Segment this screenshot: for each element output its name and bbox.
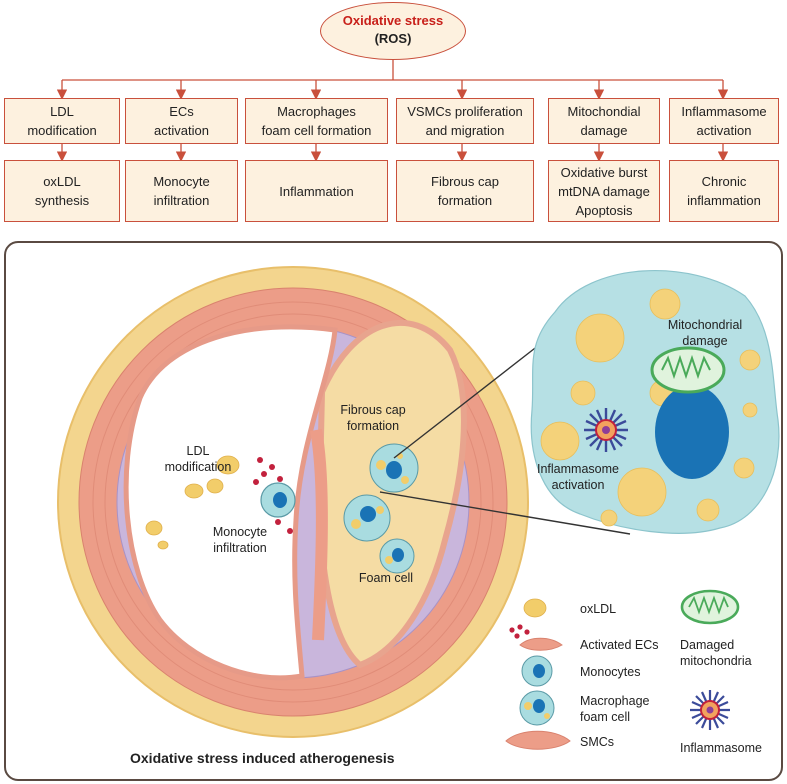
foam-cell-2 [343, 494, 391, 542]
box-top-6: Inflammasome activation [669, 98, 779, 144]
legend-ecs-icon [509, 624, 563, 651]
box-bottom-2: Monocyte infiltration [125, 160, 238, 222]
legend-smcs-label: SMCs [580, 735, 615, 749]
box-top-4: VSMCs proliferation and migration [396, 98, 534, 144]
box-top-1: LDL modification [4, 98, 120, 144]
box-bottom-3: Inflammation [245, 160, 388, 222]
box-top-3: Macrophages foam cell formation [245, 98, 388, 144]
nucleus [655, 385, 729, 479]
box-bottom-5: Oxidative burst mtDNA damage Apoptosis [548, 160, 660, 222]
legend-oxldl-icon [523, 598, 547, 618]
foam-cell-label: Foam cell [358, 571, 414, 585]
legend-mito-label: Damaged mitochondria [680, 638, 752, 668]
legend-smc-icon [505, 730, 571, 750]
mitochondrion-icon [650, 346, 726, 394]
foam-cell-1 [369, 443, 419, 493]
inflammasome-activation-label: Inflammasome activation [537, 462, 619, 492]
box-top-2: ECs activation [125, 98, 238, 144]
legend-monocyte-icon [521, 655, 553, 687]
root-subtitle: (ROS) [374, 31, 412, 46]
foam-cell-3 [379, 538, 415, 574]
box-bottom-1: oxLDL synthesis [4, 160, 120, 222]
legend-mitochondria-icon [680, 589, 740, 625]
legend-inflammasome-icon [690, 690, 730, 730]
legend-oxldl-label: oxLDL [580, 602, 617, 616]
box-bottom-6: Chronic inflammation [669, 160, 779, 222]
mito-damage-label: Mitochondrial damage [667, 318, 743, 348]
monocyte-infiltration-label: Monocyte infiltration [212, 525, 268, 555]
legend-macrophage-label: Macrophage foam cell [580, 694, 650, 724]
legend-inflammasome-label: Inflammasome [680, 741, 762, 755]
legend-ecs-label: Activated ECs [580, 638, 659, 652]
inflammasome-icon [584, 408, 628, 452]
legend-monocytes-label: Monocytes [580, 665, 641, 679]
legend-macrophage-icon [519, 690, 555, 726]
box-bottom-4: Fibrous cap formation [396, 160, 534, 222]
root-node: Oxidative stress (ROS) [320, 2, 466, 60]
illustration-panel [4, 241, 783, 781]
root-title: Oxidative stress [342, 13, 444, 28]
ldl-modification-label: LDL modification [164, 444, 232, 474]
illustration-caption: Oxidative stress induced atherogenesis [130, 750, 395, 766]
box-top-5: Mitochondial damage [548, 98, 660, 144]
lumen [123, 324, 338, 681]
fibrous-cap-label: Fibrous cap formation [340, 403, 406, 433]
